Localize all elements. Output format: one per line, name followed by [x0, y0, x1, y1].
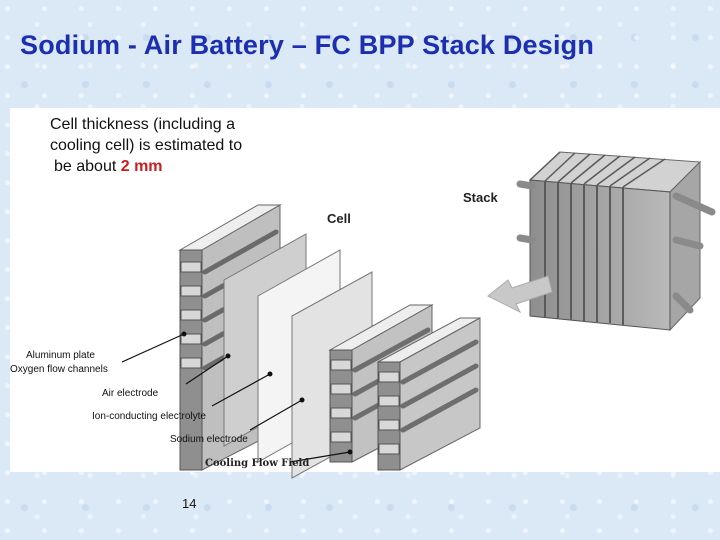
callout-electrolyte: Ion-conducting electrolyte — [92, 411, 206, 422]
note-line-3-prefix: be about — [54, 158, 121, 175]
callout-air-electrode: Air electrode — [102, 388, 159, 399]
callout-cooling-flow-field: Cooling Flow Field — [205, 458, 309, 469]
callout-aluminum-plate: Aluminum plate — [26, 350, 95, 361]
callout-lines — [121, 333, 351, 463]
stack-label: Stack — [463, 190, 498, 205]
callout-oxygen-channels: Oxygen flow channels — [10, 364, 108, 375]
slide-title: Sodium - Air Battery – FC BPP Stack Desi… — [20, 30, 595, 60]
direction-arrow-icon — [487, 275, 553, 314]
page-number: 14 — [182, 496, 197, 511]
note-line-2: cooling cell) is estimated to — [50, 137, 243, 154]
thickness-value: 2 mm — [120, 158, 163, 175]
note-line-1: Cell thickness (including a — [50, 116, 235, 133]
cell-label: Cell — [327, 211, 351, 226]
cooling-plate-back — [377, 317, 481, 471]
battery-stack — [516, 151, 716, 332]
note-line-3: be about 2 mm — [50, 156, 290, 177]
callout-dots — [181, 331, 353, 455]
thickness-note: Cell thickness (including a cooling cell… — [50, 114, 290, 177]
callout-sodium-electrode: Sodium electrode — [170, 434, 248, 445]
